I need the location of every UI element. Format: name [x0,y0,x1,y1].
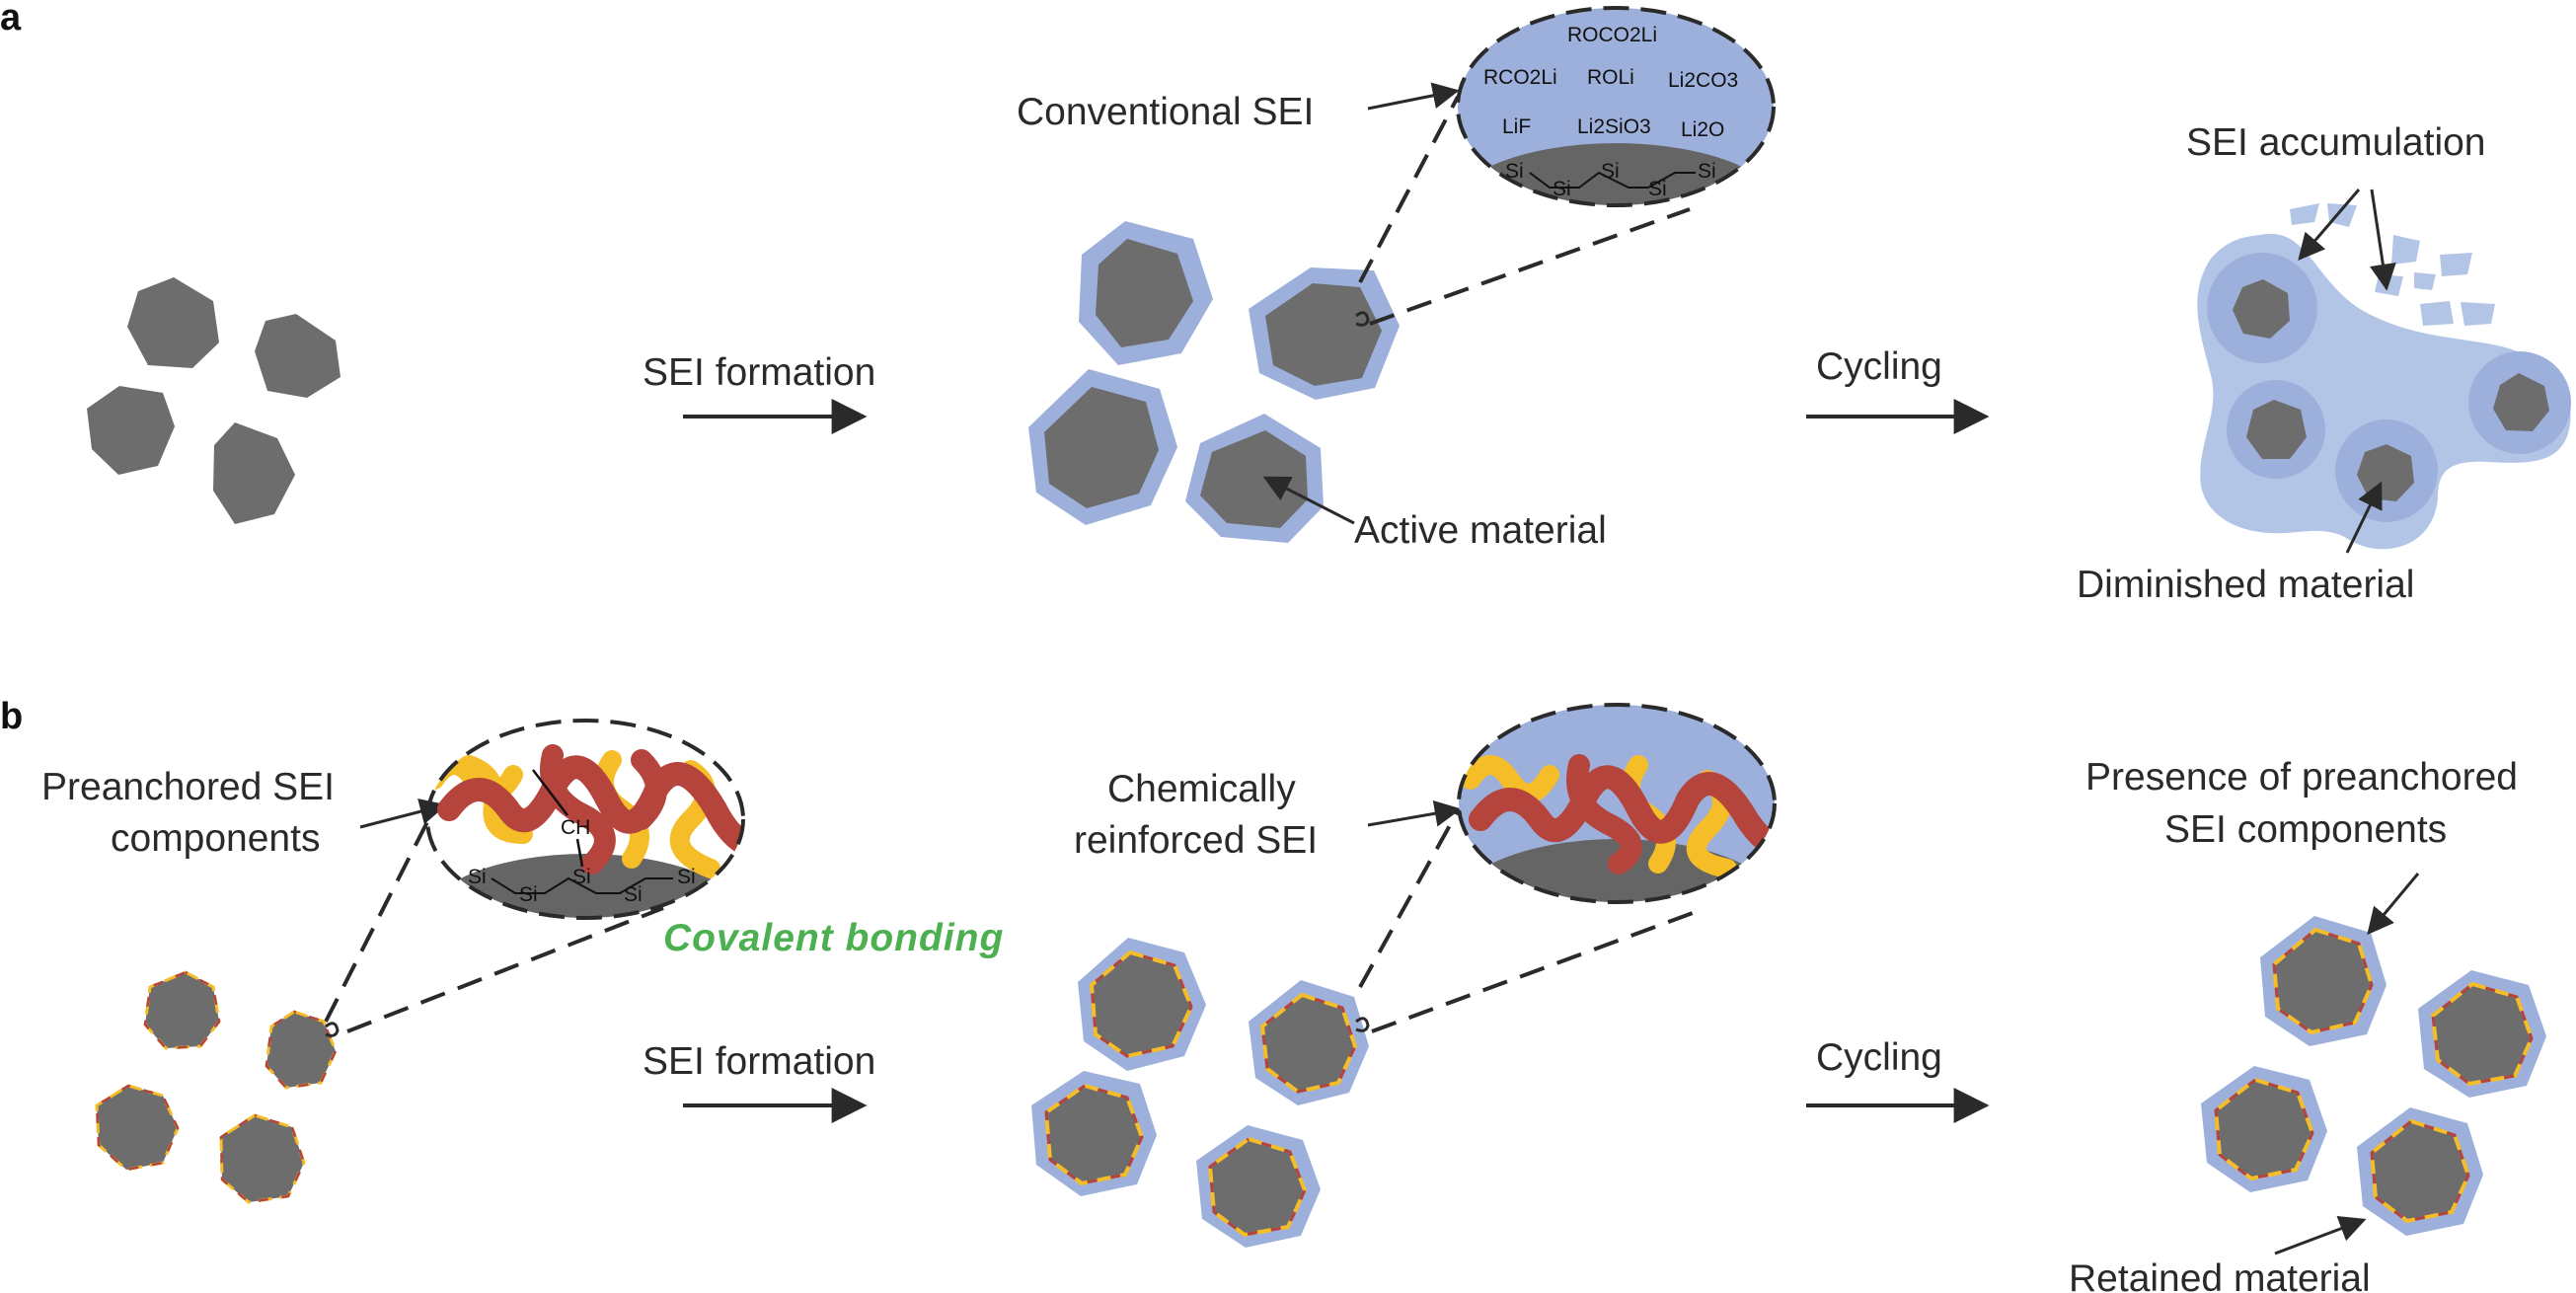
particle-core [1096,239,1193,347]
bare-particle [255,314,341,398]
particle-core [1044,387,1159,508]
atom-si: Si [1553,178,1571,200]
species-li2co3: Li2CO3 [1668,69,1738,92]
label-active-material: Active material [1354,509,1607,552]
sei-fragment [2440,253,2472,276]
particle-core [1089,950,1194,1059]
particle-core [2213,1077,2315,1181]
diminished-core [2493,373,2549,431]
label-preanchored-line1: Preanchored SEI [41,766,335,808]
reinforced-particles [1031,938,1370,1248]
sei-coated-particles-a [1028,221,1400,543]
particle-core [95,1084,180,1172]
atom-si: Si [677,866,696,888]
bare-particle [213,422,295,524]
particle-core [1265,283,1382,386]
label-presence-line1: Presence of preanchored [2085,756,2518,799]
label-reinforced-line1: Chemically [1107,768,1296,810]
diminished-core [2233,279,2290,339]
label-conventional-sei: Conventional SEI [1017,91,1314,133]
atom-si: Si [519,883,538,906]
label-reinforced-line2: reinforced SEI [1074,819,1318,862]
label-covalent-bonding: Covalent bonding [663,917,1004,959]
bare-particles-a [87,277,341,524]
zoom-line [1358,96,1460,283]
sei-fragment [2290,203,2319,225]
atom-si: Si [1698,160,1716,183]
zoom-marker [325,1022,340,1037]
bare-particle [87,386,175,475]
zoom-line [1358,808,1461,988]
sei-fragment [2414,272,2436,290]
sei-fragment [2423,347,2448,367]
diminished-core [2246,400,2307,459]
bare-particle [127,277,219,368]
particle-core [2430,981,2535,1087]
conventional-sei-inset: ROCO2Li RCO2Li ROLi Li2CO3 LiF Li2SiO3 L… [1456,6,1776,207]
label-diminished-material: Diminished material [2077,564,2414,606]
label-retained-material: Retained material [2069,1257,2371,1293]
arrow-reinforced [1367,799,1462,827]
retained-particles [2201,916,2546,1236]
arrow-sei-accumulation [2298,189,2361,262]
atom-si: Si [1505,160,1524,183]
label-presence-line2: SEI components [2164,808,2447,851]
species-rco2li: RCO2Li [1483,66,1557,89]
species-rococ2li: ROCO2Li [1567,24,1657,46]
arrow-sei-accumulation [2370,189,2396,291]
label-cycling-a: Cycling [1816,345,1942,388]
species-lif: LiF [1502,115,1531,138]
zoom-line [346,906,664,1033]
zoom-line [1369,207,1691,326]
particle-core [2271,927,2375,1035]
preanchored-inset: CH Si Si Si Si Si [425,719,745,920]
zoom-line [1371,911,1694,1033]
sei-fragment [2375,274,2403,296]
zoom-marker [1355,311,1370,327]
sei-fragment [2461,302,2495,326]
ch-label: CH [561,816,590,839]
arrow-retained [2274,1215,2367,1255]
label-preanchored-line2: components [111,817,320,860]
atom-si: Si [468,866,487,888]
sei-fragment [2462,345,2487,363]
preanchored-particles [95,970,340,1204]
label-sei-accumulation: SEI accumulation [2186,121,2486,164]
panel-label-b: b [0,696,23,737]
zoom-marker [1355,1017,1370,1032]
particle-core [1200,430,1308,528]
particle-core [2369,1118,2471,1224]
panel-label-a: a [0,0,22,38]
species-roli: ROLi [1587,66,1634,89]
label-sei-formation-b: SEI formation [643,1040,875,1083]
sei-fragment [2420,301,2454,326]
sei-accumulation-blob [2197,203,2571,550]
arrow-diminished-material [2345,481,2383,554]
particle-core [1207,1136,1308,1238]
label-cycling-b: Cycling [1816,1036,1942,1079]
arrow-preanchored [359,799,447,829]
arrow-active-material [1262,476,1355,525]
label-sei-formation-a: SEI formation [643,351,875,394]
sei-fragment [2391,235,2420,265]
arrow-presence [2367,873,2420,936]
particle-core [1259,992,1358,1095]
arrow-conventional-sei [1367,82,1460,111]
particle-core [1043,1083,1145,1186]
sei-fragment [2327,203,2357,227]
species-li2sio3: Li2SiO3 [1577,115,1651,138]
reinforced-sei-inset [1457,703,1777,904]
atom-si: Si [1648,178,1667,200]
species-li2o: Li2O [1681,118,1724,141]
zoom-line [324,803,438,1023]
